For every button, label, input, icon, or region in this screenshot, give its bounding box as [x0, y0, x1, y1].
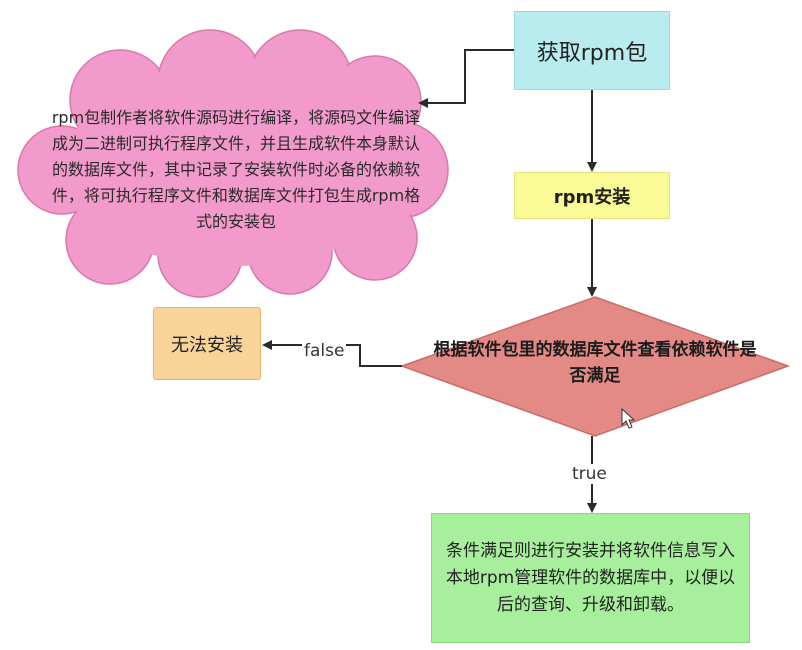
cannot-install-box: 无法安装 [153, 307, 261, 380]
build-note-cloud-fill [20, 32, 446, 295]
dependency-check-diamond [399, 296, 791, 437]
cannot-install-label: 无法安装 [171, 334, 243, 356]
false-edge-label: false [302, 341, 347, 361]
mouse-cursor-icon [621, 407, 636, 429]
arrow-get-to-cloud [418, 49, 514, 108]
get-package-box: 获取rpm包 [514, 11, 670, 90]
rpm-install-box: rpm安装 [514, 172, 670, 219]
true-edge-label: true [570, 464, 609, 484]
get-package-label: 获取rpm包 [536, 40, 648, 66]
rpm-install-label: rpm安装 [553, 186, 631, 208]
dependency-check-label: 根据软件包里的数据库文件查看依赖软件是否满足 [433, 340, 757, 386]
install-and-record-box: 条件满足则进行安装并将软件信息写入本地rpm管理软件的数据库中，以便以后的查询、… [431, 513, 750, 643]
install-and-record-label: 条件满足则进行安装并将软件信息写入本地rpm管理软件的数据库中，以便以后的查询、… [445, 540, 736, 615]
build-note-text: rpm包制作者将软件源码进行编译，将源码文件编译成为二进制可执行程序文件，并且生… [51, 108, 421, 231]
